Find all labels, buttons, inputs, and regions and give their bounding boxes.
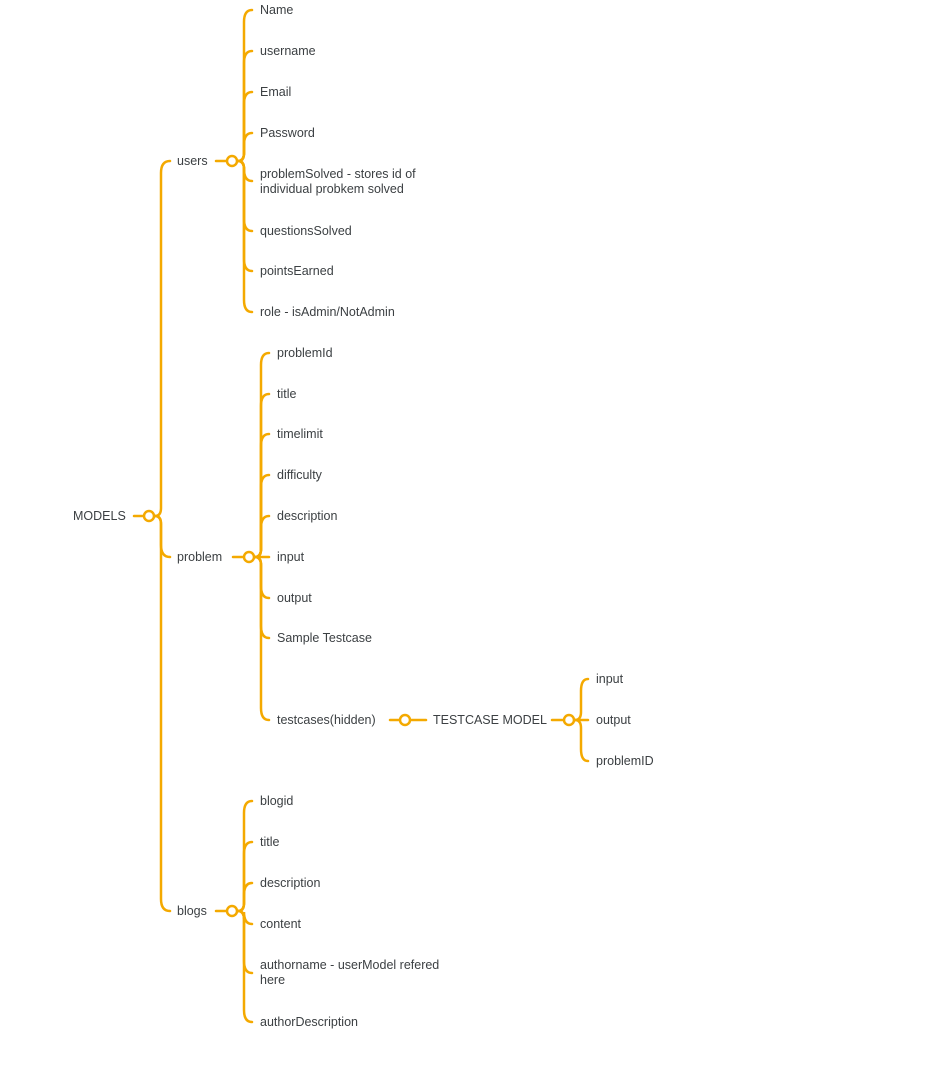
problem-field-problem-id[interactable]: problemId <box>277 346 333 360</box>
users-field-questions-solved[interactable]: questionsSolved <box>260 224 352 238</box>
blogs-field-blogid[interactable]: blogid <box>260 794 294 808</box>
users-collapse-handle[interactable] <box>225 154 239 168</box>
testcases-collapse-handle[interactable] <box>398 713 412 727</box>
problem-field-output[interactable]: output <box>277 591 312 605</box>
blogs-field-author-description[interactable]: authorDescription <box>260 1015 358 1029</box>
users-field-email[interactable]: Email <box>260 85 292 99</box>
testcase-field-output[interactable]: output <box>596 713 631 727</box>
node-blogs[interactable]: blogs <box>177 904 207 918</box>
problem-field-difficulty[interactable]: difficulty <box>277 468 322 482</box>
testcase-model-branch-link-0 <box>573 677 590 722</box>
users-field-points-earned[interactable]: pointsEarned <box>260 264 334 278</box>
testcase-field-input[interactable]: input <box>596 672 624 686</box>
root-collapse-handle[interactable] <box>142 509 156 523</box>
users-field-problem-solved[interactable]: problemSolved - stores id of individual … <box>260 167 416 196</box>
testcase-model-collapse-handle[interactable] <box>562 713 576 727</box>
blogs-collapse-handle[interactable] <box>225 904 239 918</box>
testcase-field-problem-id[interactable]: problemID <box>596 754 654 768</box>
users-field-password[interactable]: Password <box>260 126 315 140</box>
users-branch-link-3 <box>236 131 254 163</box>
root-branch-link-1 <box>153 514 172 559</box>
node-testcase-model[interactable]: TESTCASE MODEL <box>433 713 547 727</box>
problem-field-timelimit[interactable]: timelimit <box>277 427 323 441</box>
problem-field-input[interactable]: input <box>277 550 305 564</box>
blogs-field-content[interactable]: content <box>260 917 302 931</box>
problem-field-description[interactable]: description <box>277 509 338 523</box>
problem-field-testcases-hidden[interactable]: testcases(hidden) <box>277 713 376 727</box>
users-field-username[interactable]: username <box>260 44 316 58</box>
blogs-branch-link-5 <box>236 909 254 1024</box>
blogs-field-authorname[interactable]: authorname - userModel refered here <box>260 958 440 987</box>
node-users[interactable]: users <box>177 154 208 168</box>
node-problem[interactable]: problem <box>177 550 223 564</box>
blogs-field-title[interactable]: title <box>260 835 280 849</box>
problem-collapse-handle[interactable] <box>242 550 256 564</box>
problem-field-title[interactable]: title <box>277 387 297 401</box>
root-branch-link-2 <box>153 514 172 913</box>
users-field-name[interactable]: Name <box>260 3 294 17</box>
blogs-field-description[interactable]: description <box>260 876 321 890</box>
problem-field-sample-testcase[interactable]: Sample Testcase <box>277 631 372 645</box>
root-node-models[interactable]: MODELS <box>73 509 126 523</box>
users-field-role[interactable]: role - isAdmin/NotAdmin <box>260 305 395 319</box>
problem-branch-link-8 <box>253 555 271 722</box>
problem-branch-link-4 <box>253 514 271 559</box>
blogs-branch-link-2 <box>236 881 254 913</box>
testcase-model-branch-link-2 <box>573 718 590 763</box>
root-branch-link-0 <box>153 159 172 518</box>
users-branch-link-7 <box>236 159 254 314</box>
